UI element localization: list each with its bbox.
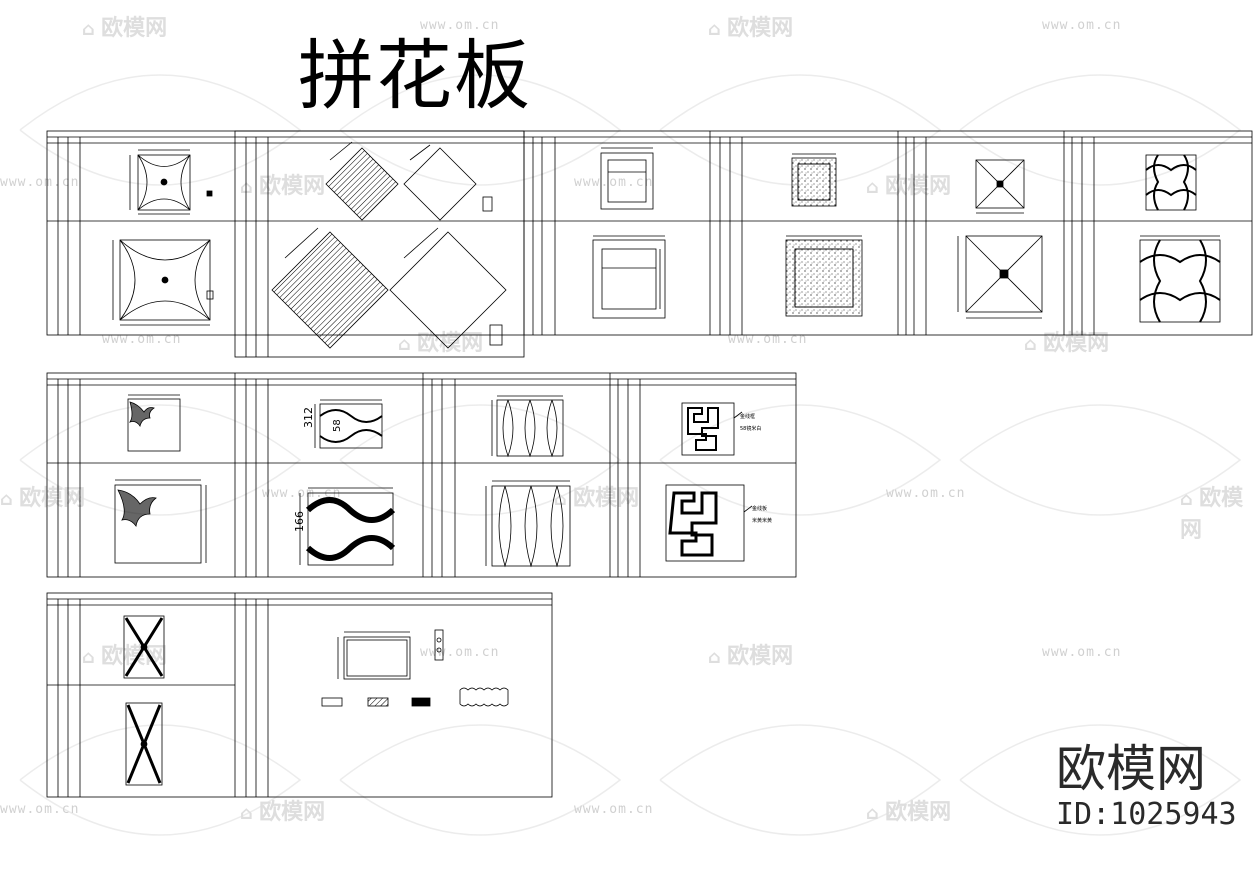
watermark-url: www.om.cn [0, 802, 80, 817]
brand-logo: 欧模网 [1056, 740, 1206, 798]
page-title: 拼花板 [298, 31, 532, 120]
watermark-brand: 欧模网 [240, 168, 325, 200]
model-id: ID:1025943 [1056, 797, 1237, 832]
watermark-brand: 欧模网 [708, 638, 793, 670]
dimension-label: 312 [302, 407, 315, 428]
dimension-label: 58 [332, 419, 343, 432]
watermark-url: www.om.cn [574, 175, 654, 190]
annotation-label: 米黄米黄 [752, 517, 772, 524]
annotation-label: 金线框 [740, 413, 755, 420]
watermark-url: www.om.cn [420, 645, 500, 660]
watermark-brand: 欧模网 [0, 480, 85, 512]
watermark-brand: 欧模网 [82, 10, 167, 42]
watermark-url: www.om.cn [574, 802, 654, 817]
dimension-label: 166 [293, 511, 306, 532]
watermark-url: www.om.cn [420, 18, 500, 33]
watermark-url: www.om.cn [102, 332, 182, 347]
watermark-url: www.om.cn [886, 486, 966, 501]
annotation-label: 金线板 [752, 505, 767, 512]
watermark-brand: 欧模网 [866, 794, 951, 826]
watermark-brand: 欧模网 [240, 794, 325, 826]
annotation-label: 58镜米白 [740, 425, 761, 432]
watermark-url: www.om.cn [1042, 18, 1122, 33]
watermark-brand: 欧模网 [708, 10, 793, 42]
sheet-row-1 [46, 130, 1253, 358]
watermark-url: www.om.cn [1042, 645, 1122, 660]
watermark-url: www.om.cn [728, 332, 808, 347]
watermark-brand: 欧模网 [1180, 480, 1253, 544]
watermark-url: www.om.cn [262, 486, 342, 501]
watermark-url: www.om.cn [0, 175, 80, 190]
sheet-row-2 [46, 372, 797, 578]
sheet-row-3 [46, 592, 553, 798]
watermark-brand: 欧模网 [866, 168, 951, 200]
